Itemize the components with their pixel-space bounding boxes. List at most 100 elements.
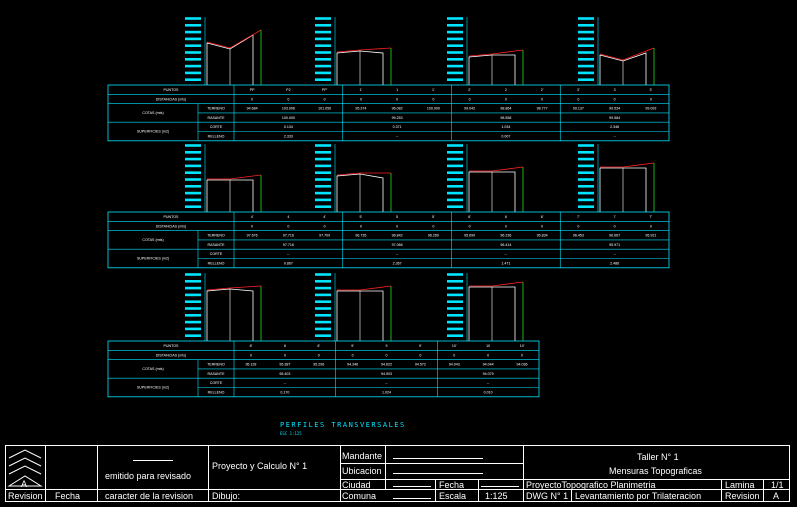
cell-puntos: 4' [323,215,326,219]
cross-section-1-3 [447,17,524,85]
tb-bottom-row-line [5,489,790,490]
elevation-tick-label [315,198,331,202]
terrain-line [206,29,262,49]
elevation-tick-label [578,37,594,41]
cell-relleno: 1.024 [382,391,391,395]
elevation-tick-label [315,300,331,303]
cell-rasante: 96.414 [500,243,511,247]
revision-field-value: A [773,491,780,501]
elevation-tick-label [315,64,331,68]
cell-relleno: 1.471 [501,262,510,266]
cross-section-1-4 [578,17,655,85]
cross-section-3-3 [447,273,524,341]
comuna-label: Comuna [342,491,377,501]
cell-terreno: 98.777 [537,107,548,111]
cell-distancias: 0 [250,353,252,357]
drawing-scale: ESC 1:125 [280,431,302,436]
cross-section-3-1 [185,273,262,341]
revision-label: Revision [8,491,43,501]
terrain-line [336,47,392,53]
fecha-field-label: Fecha [439,480,465,490]
cell-relleno: -- [396,135,399,139]
elevation-tick-label [447,300,463,303]
elevation-tick-label [315,51,331,54]
elevation-tick-label [447,37,463,41]
cell-distancias: 0 [386,353,388,357]
cell-terreno: 96.667 [609,234,620,238]
elevation-tick-label [315,314,331,317]
elevation-tick-label [315,205,331,208]
cell-puntos: 7 [614,215,616,219]
cell-relleno: 0.010 [484,391,493,395]
caracter-label: caracter de la revision [105,491,194,501]
elevation-tick-label [447,320,463,324]
cell-distancias: 0 [284,353,286,357]
elevation-tick-label [578,151,594,154]
cell-rasante: 95.971 [609,243,620,247]
elevation-tick-label [185,64,201,68]
elevation-tick-label [185,51,201,54]
row-label-superficies: SUPERFICIES (m2) [137,256,169,260]
drawing-title: PERFILES TRANSVERSALES [280,421,406,429]
cell-distancias: 0 [318,353,320,357]
cell-distancias: 0 [453,353,455,357]
cell-puntos: PP [250,88,255,92]
fecha-blank [481,486,519,487]
elevation-tick-label [315,293,331,297]
elevation-tick-label [315,151,331,154]
row-label-distancias: DISTANCIAS (mts) [156,97,186,101]
terrain-line [206,285,262,291]
cell-terreno: 99.093 [645,107,656,111]
elevation-tick-label [315,30,331,34]
cell-terreno: 95.699 [464,234,475,238]
cell-distancias: 0 [396,224,398,228]
cell-puntos: 3' [650,88,653,92]
elevation-tick-label [185,185,201,188]
cell-corte: -- [613,252,616,256]
elevation-tick-label [447,293,463,297]
elevation-tick-label [185,44,201,47]
row-label-puntos: PUNTOS [164,344,180,348]
elevation-tick-label [185,334,201,337]
tb-div-4 [340,445,341,502]
elevation-tick-label [185,307,201,310]
row-label-corte: CORTE [210,125,223,129]
cell-puntos: 5 [396,215,398,219]
tb-taller-line [523,479,790,480]
elevation-tick-label [447,334,463,337]
cell-relleno: 0.007 [501,135,510,139]
cell-corte: -- [505,252,508,256]
elevation-tick-label [185,71,201,75]
cell-corte: 1.034 [501,125,510,129]
cell-puntos: 8' [250,344,253,348]
elevation-tick-label [185,293,201,297]
cell-terreno: 96.453 [573,234,584,238]
cell-rasante: 97.066 [392,243,403,247]
cell-corte: -- [487,381,490,385]
elevation-tick-label [447,307,463,310]
elevation-tick-label [185,78,201,81]
elevation-tick-label [185,286,201,290]
cell-distancias: 0 [541,97,543,101]
row-label-cotas: COTAS (mts) [142,367,163,371]
terrain-line [469,281,524,287]
cell-relleno: 2.367 [393,262,402,266]
elevation-tick-label [315,178,331,181]
elevation-tick-label [447,164,463,168]
cell-distancias: 0 [577,97,579,101]
row-label-terreno: TERRENO [207,234,225,238]
elevation-tick-label [315,327,331,331]
row-label-corte: CORTE [210,252,223,256]
cell-puntos: 6' [468,215,471,219]
elevation-tick-label [447,273,463,276]
tb-div-6 [385,445,386,489]
tb-left-border [5,445,6,502]
elevation-tick-label [315,320,331,324]
elevation-tick-label [185,280,201,283]
elevation-tick-label [315,78,331,81]
cell-relleno: -- [613,135,616,139]
cell-puntos: 5' [432,215,435,219]
elevation-tick-label [447,144,463,147]
